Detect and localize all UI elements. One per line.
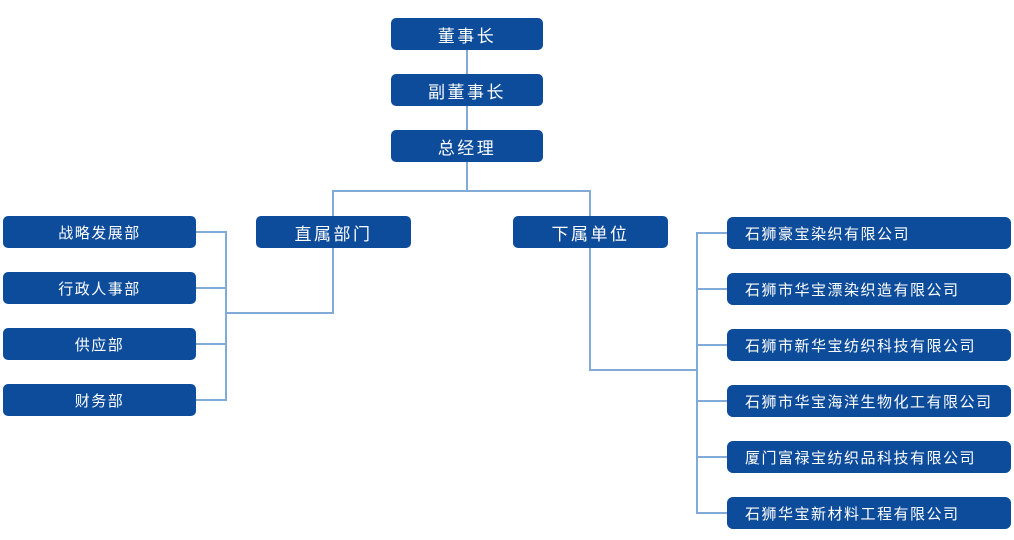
node-company-2: 石狮市华宝漂染织造有限公司	[727, 273, 1011, 305]
node-dept-strategy-development: 战略发展部	[3, 216, 196, 248]
connector-line	[196, 399, 227, 401]
connector-line	[589, 369, 698, 371]
node-company-6: 石狮华宝新材料工程有限公司	[727, 497, 1011, 529]
node-dept-supply: 供应部	[3, 328, 196, 360]
node-company-4: 石狮市华宝海洋生物化工有限公司	[727, 385, 1011, 417]
node-general-manager: 总经理	[391, 130, 543, 162]
connector-line	[196, 343, 227, 345]
node-dept-admin-hr: 行政人事部	[3, 272, 196, 304]
connector-line	[696, 232, 698, 514]
node-company-1: 石狮豪宝染织有限公司	[727, 217, 1011, 249]
connector-line	[589, 248, 591, 371]
node-company-3: 石狮市新华宝纺织科技有限公司	[727, 329, 1011, 361]
connector-line	[696, 512, 727, 514]
node-chairman: 董事长	[391, 18, 543, 50]
connector-line	[589, 192, 591, 216]
connector-line	[696, 288, 727, 290]
connector-line	[466, 162, 468, 191]
connector-line	[696, 232, 727, 234]
connector-line	[225, 231, 227, 401]
node-dept-finance: 财务部	[3, 384, 196, 416]
connector-line	[466, 50, 468, 74]
node-company-5: 厦门富禄宝纺织品科技有限公司	[727, 441, 1011, 473]
connector-line	[332, 192, 334, 216]
connector-line	[196, 231, 227, 233]
node-vice-chairman: 副董事长	[391, 74, 543, 106]
connector-line	[225, 312, 334, 314]
node-direct-departments: 直属部门	[256, 216, 411, 248]
node-subordinate-units: 下属单位	[513, 216, 668, 248]
connector-line	[466, 106, 468, 130]
connector-line	[332, 248, 334, 314]
connector-line	[696, 344, 727, 346]
connector-line	[332, 190, 591, 192]
connector-line	[696, 456, 727, 458]
connector-line	[196, 287, 227, 289]
connector-line	[696, 400, 727, 402]
